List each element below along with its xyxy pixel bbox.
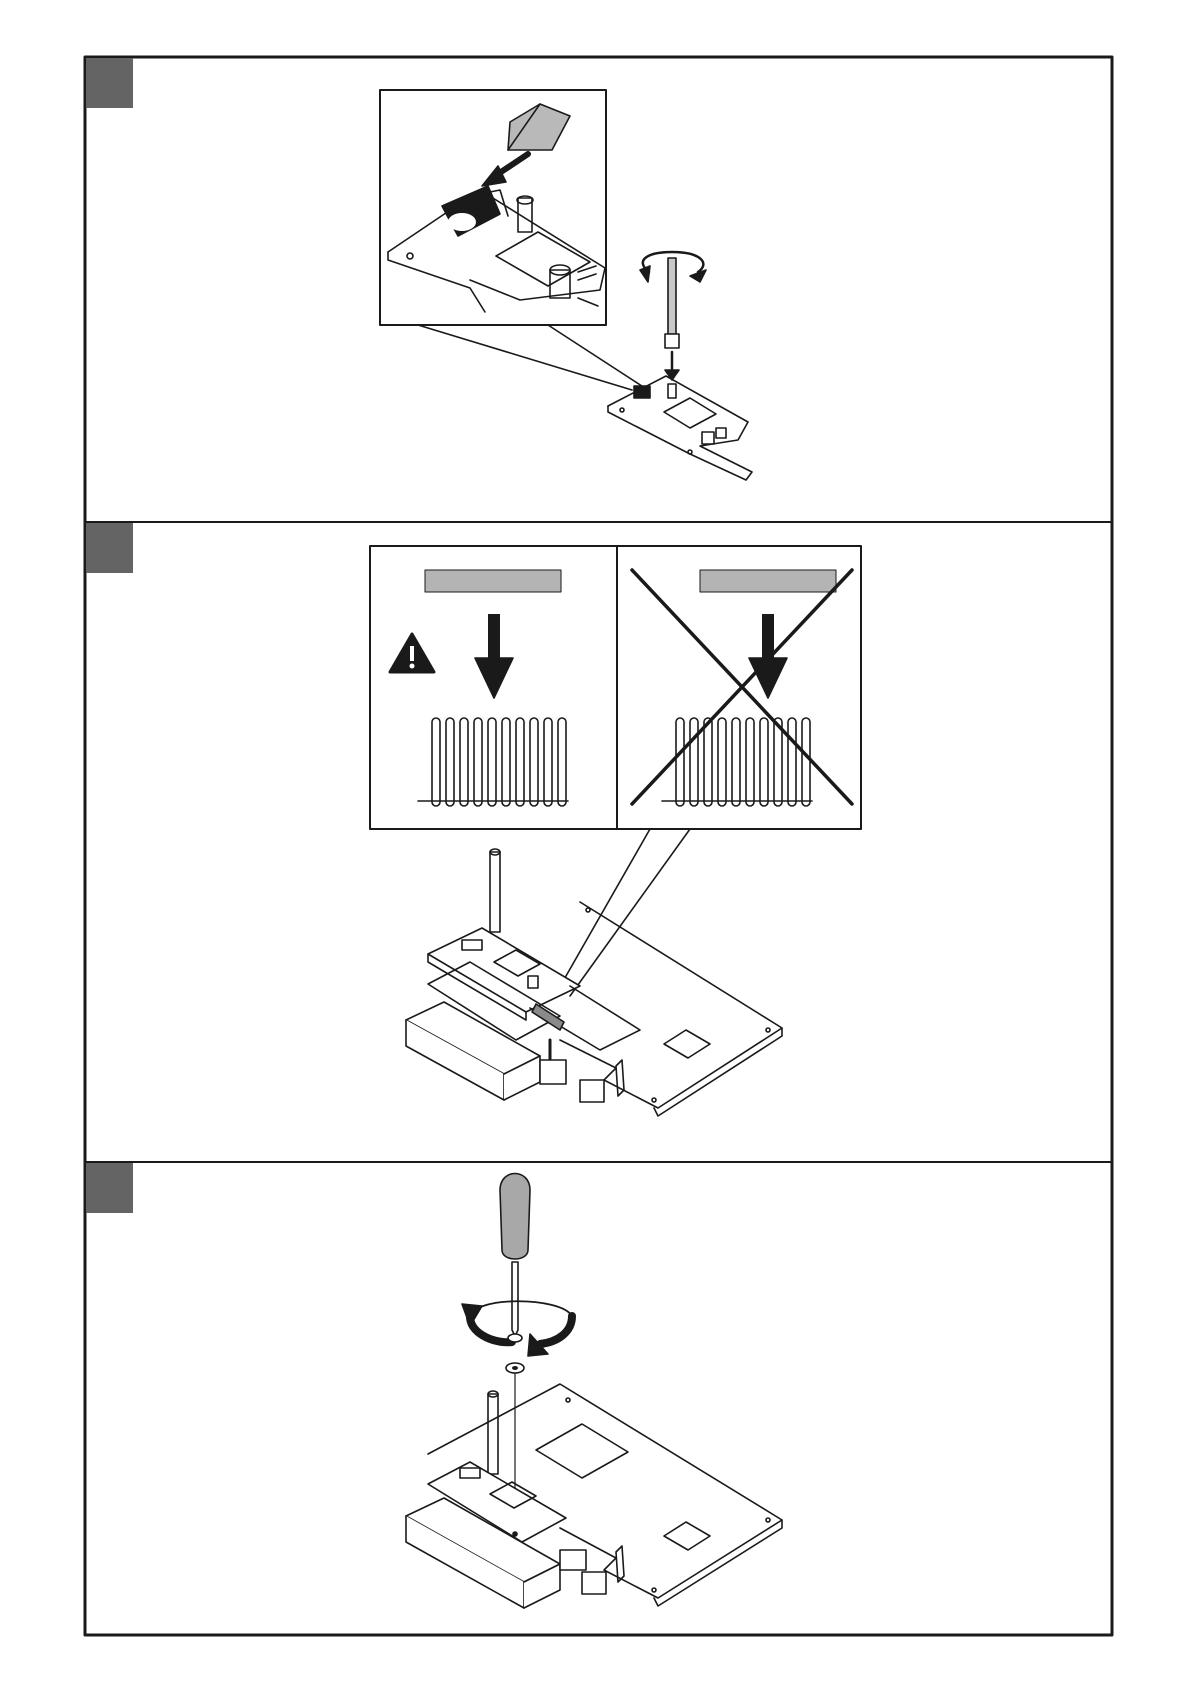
board-bracket xyxy=(616,1060,624,1096)
step-badge-2 xyxy=(86,523,133,573)
assembled-board-processor xyxy=(664,1522,710,1550)
main-board xyxy=(560,902,782,1108)
rotate-arrow-left xyxy=(470,1318,512,1342)
connector-pin xyxy=(718,718,726,806)
module-board xyxy=(608,376,752,480)
rotate-arrowhead-left-3 xyxy=(462,1304,482,1326)
wrong-label-bar xyxy=(700,570,836,592)
connector-pin xyxy=(544,718,552,806)
connector-pin xyxy=(488,718,496,806)
sim-holder-opening xyxy=(448,213,476,231)
connector-pin xyxy=(502,718,510,806)
callout-leader-left xyxy=(418,325,632,390)
connector-pin xyxy=(760,718,768,806)
connector-pin xyxy=(474,718,482,806)
connector-pin xyxy=(690,718,698,806)
connector-pin xyxy=(530,718,538,806)
module-component-2 xyxy=(716,428,726,438)
step-badge-1 xyxy=(86,58,133,108)
module-antenna-socket xyxy=(668,384,676,398)
screw-hole xyxy=(513,1532,517,1536)
main-board-hole-1 xyxy=(586,908,590,912)
connector-pin xyxy=(676,718,684,806)
connector-callout-leader xyxy=(558,829,690,996)
connector-pin xyxy=(558,718,566,806)
terminal-block xyxy=(540,1060,566,1084)
connector-pin xyxy=(704,718,712,806)
antenna-rod xyxy=(668,258,676,334)
washer-hole xyxy=(512,1366,518,1370)
assembled-board-hole-2 xyxy=(766,1518,770,1522)
assembled-board-hole-3 xyxy=(652,1588,656,1592)
module-component-1 xyxy=(702,432,714,444)
rj-jack xyxy=(580,1080,604,1102)
screw-head xyxy=(508,1334,522,1342)
main-board-hole-2 xyxy=(766,1028,770,1032)
correct-label-bar xyxy=(425,570,561,592)
module-board-edge xyxy=(608,406,690,454)
assembled-board-chip-large xyxy=(536,1424,628,1478)
panel-sim-insert xyxy=(380,90,752,480)
connector-pin xyxy=(460,718,468,806)
connector-pin xyxy=(802,718,810,806)
rotate-arrowhead-left xyxy=(640,266,650,282)
connector-pin xyxy=(746,718,754,806)
assembled-board-hole-1 xyxy=(566,1398,570,1402)
assembled-rj-jack xyxy=(582,1572,606,1594)
connector-pin xyxy=(516,718,524,806)
screwdriver-shaft xyxy=(512,1262,518,1336)
warning-mark-dot xyxy=(410,664,415,669)
assembled-terminal-block xyxy=(560,1550,586,1570)
module-chip xyxy=(664,398,716,428)
connector-pin xyxy=(446,718,454,806)
module-mount-hole-1 xyxy=(620,408,624,412)
panel-screw-fastening xyxy=(406,1174,782,1609)
screwdriver-icon xyxy=(500,1174,530,1260)
rotate-arrow-right xyxy=(540,1316,572,1344)
module-mount-hole-2 xyxy=(688,450,692,454)
connector-pin xyxy=(788,718,796,806)
main-board-hole-3 xyxy=(652,1098,656,1102)
connector-pin xyxy=(732,718,740,806)
connector-pin xyxy=(432,718,440,806)
module-sim-holder xyxy=(634,386,650,398)
connector-pin xyxy=(774,718,782,806)
antenna-connector xyxy=(665,334,679,348)
step-badge-3 xyxy=(86,1163,133,1213)
board-antenna xyxy=(490,852,500,932)
assembled-bracket xyxy=(616,1546,624,1582)
assembled-antenna xyxy=(488,1394,498,1474)
rotate-path-top xyxy=(470,1301,572,1318)
correct-arrow-shaft xyxy=(488,614,500,660)
warning-mark-bar xyxy=(410,646,414,661)
main-board-processor xyxy=(664,1030,710,1058)
panel-connector-alignment xyxy=(370,546,861,1116)
